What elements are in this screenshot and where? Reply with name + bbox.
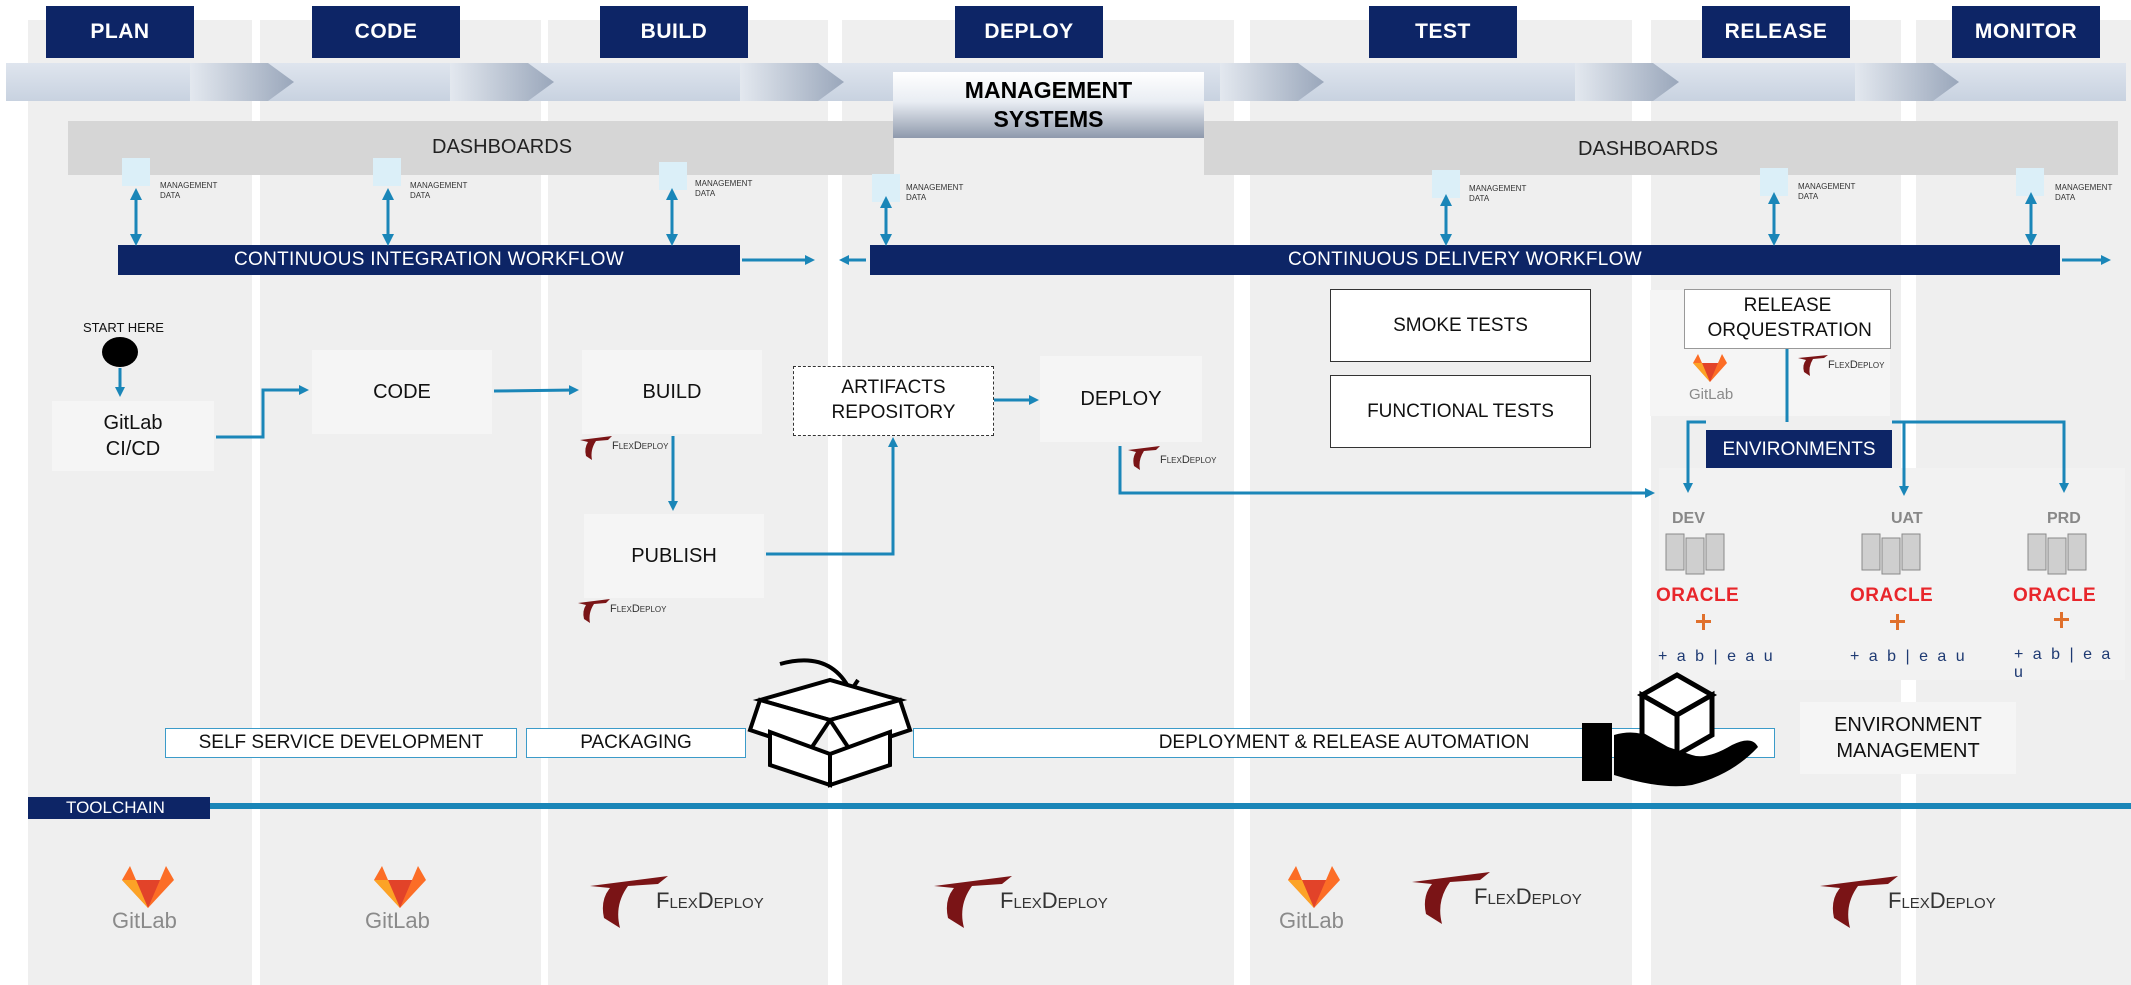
start-here-label: START HERE — [83, 320, 164, 335]
deploy-node: DEPLOY — [1040, 356, 1202, 442]
toolchain-label: TOOLCHAIN — [28, 797, 210, 819]
management-data-icon — [659, 162, 687, 190]
management-data-icon — [122, 158, 150, 186]
flexdeploy-mark-large — [590, 872, 1898, 928]
tableau-icon — [1696, 612, 2069, 630]
flexdeploy-logo: FlexDeploy — [1828, 359, 1885, 371]
management-data-label: MANAGEMENT DATA — [410, 181, 468, 200]
column-build — [548, 20, 828, 985]
tableau-logo: + a b | e a u — [1850, 648, 1968, 665]
environments-badge: ENVIRONMENTS — [1706, 430, 1892, 470]
management-data-label: MANAGEMENT DATA — [906, 183, 964, 202]
publish-node: PUBLISH — [584, 514, 764, 598]
flexdeploy-mark — [578, 355, 1828, 623]
gitlab-logo-text: GitLab — [365, 908, 430, 933]
packaging-label: PACKAGING — [526, 728, 746, 758]
management-data-label: MANAGEMENT DATA — [1469, 184, 1527, 203]
server-icon — [1861, 533, 1921, 575]
tableau-logo: + a b | e a u — [1658, 648, 1776, 665]
flow-arrows — [115, 349, 2069, 556]
management-data-arrows — [130, 188, 2037, 246]
management-data-icon — [1432, 170, 1460, 198]
flexdeploy-logo: FlexDeploy — [1888, 888, 1996, 913]
environment-management-label: ENVIRONMENT MANAGEMENT — [1800, 702, 2016, 774]
code-node: CODE — [312, 350, 492, 434]
start-dot — [102, 337, 138, 367]
build-node: BUILD — [582, 350, 762, 434]
self-service-development-label: SELF SERVICE DEVELOPMENT — [165, 728, 517, 758]
env-uat-label: UAT — [1891, 510, 1923, 527]
management-data-icon — [1760, 168, 1788, 196]
server-icon — [1665, 533, 1725, 575]
management-data-icon — [373, 158, 401, 186]
cd-workflow-bar: CONTINUOUS DELIVERY WORKFLOW — [870, 245, 2060, 275]
dashboards-label-right: DASHBOARDS — [1578, 138, 1719, 160]
ci-workflow-bar: CONTINUOUS INTEGRATION WORKFLOW — [118, 245, 740, 275]
dashboards-bar-left — [68, 121, 894, 175]
stage-release: RELEASE — [1702, 6, 1850, 58]
stage-build: BUILD — [600, 6, 748, 58]
hand-box-icon — [1582, 672, 1758, 787]
stage-code: CODE — [312, 6, 460, 58]
dashboards-bar-right — [1204, 121, 2118, 175]
open-box-icon — [747, 658, 913, 788]
management-systems-box: MANAGEMENT SYSTEMS — [893, 72, 1204, 138]
flexdeploy-logo: FlexDeploy — [1160, 454, 1217, 466]
toolchain-line — [210, 803, 2131, 809]
oracle-logo: ORACLE — [1656, 585, 1740, 606]
management-data-label: MANAGEMENT DATA — [695, 179, 753, 198]
functional-tests-node: FUNCTIONAL TESTS — [1330, 375, 1591, 448]
release-orchestration-node: RELEASE ORQUESTRATION — [1684, 289, 1891, 349]
flexdeploy-logo: FlexDeploy — [610, 603, 667, 615]
gitlab-logo-text: GitLab — [1689, 386, 1734, 403]
management-data-label: MANAGEMENT DATA — [1798, 182, 1856, 201]
flexdeploy-logo: FlexDeploy — [1000, 888, 1108, 913]
management-data-icon — [2016, 168, 2044, 196]
stage-plan: PLAN — [46, 6, 194, 58]
env-prd-label: PRD — [2047, 510, 2081, 527]
artifacts-repository-node: ARTIFACTS REPOSITORY — [793, 366, 994, 436]
gitlab-logo-text: GitLab — [112, 908, 177, 933]
env-dev-label: DEV — [1672, 510, 1705, 527]
dashboards-label-left: DASHBOARDS — [432, 136, 573, 158]
gitlab-icon — [122, 354, 1727, 908]
tableau-logo: + a b | e a u — [2014, 646, 2113, 681]
oracle-logo: ORACLE — [1850, 585, 1934, 606]
management-data-label: MANAGEMENT DATA — [160, 181, 218, 200]
server-icon — [2027, 533, 2087, 575]
flexdeploy-logo: FlexDeploy — [612, 440, 669, 452]
flexdeploy-logo: FlexDeploy — [656, 888, 764, 913]
stage-test: TEST — [1369, 6, 1517, 58]
gitlab-cicd-node: GitLab CI/CD — [52, 401, 214, 471]
smoke-tests-node: SMOKE TESTS — [1330, 289, 1591, 362]
column-deploy — [842, 20, 1234, 985]
management-data-label: MANAGEMENT DATA — [2055, 183, 2113, 202]
stage-chevrons — [190, 63, 1959, 101]
stage-deploy: DEPLOY — [955, 6, 1103, 58]
oracle-logo: ORACLE — [2013, 585, 2097, 606]
stage-monitor: MONITOR — [1952, 6, 2100, 58]
gitlab-logo-text: GitLab — [1279, 908, 1344, 933]
flexdeploy-logo: FlexDeploy — [1474, 884, 1582, 909]
